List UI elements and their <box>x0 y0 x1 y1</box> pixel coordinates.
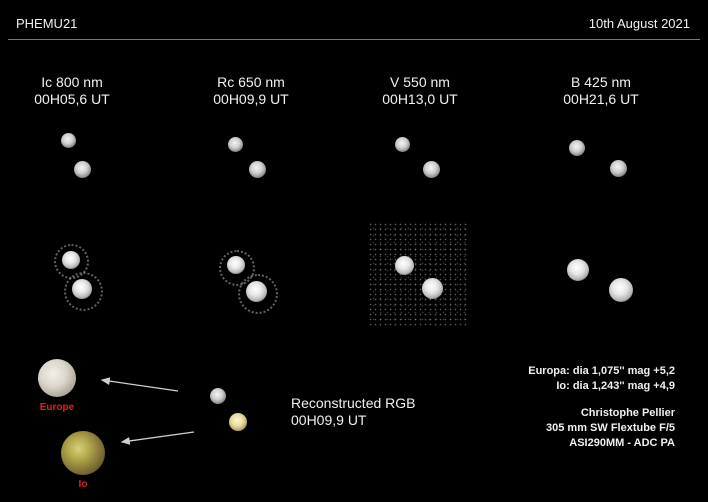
header-date: 10th August 2021 <box>588 16 690 31</box>
info-block: Europa: dia 1,075'' mag +5,2 Io: dia 1,2… <box>528 364 675 451</box>
europa-pointer-arrow <box>100 377 179 392</box>
europa-disk-image <box>38 359 76 397</box>
time-label: 00H21,6 UT <box>563 91 639 107</box>
europa-rgb-image <box>210 388 226 404</box>
telescope-info: 305 mm SW Flextube F/5 <box>546 422 675 434</box>
io-artifact-ring <box>238 274 278 314</box>
rgb-title: Reconstructed RGB <box>291 395 416 411</box>
europa-image <box>227 256 245 274</box>
europa-info: Europa: dia 1,075'' mag +5,2 <box>528 365 675 377</box>
filter-label: Rc 650 nm <box>217 74 285 90</box>
time-label: 00H13,0 UT <box>382 91 458 107</box>
filter-label: V 550 nm <box>390 74 450 90</box>
io-disk-image <box>61 431 105 475</box>
filter-label: B 425 nm <box>571 74 631 90</box>
europa-image <box>395 137 410 152</box>
filter-label: Ic 800 nm <box>41 74 103 90</box>
io-image <box>72 279 92 299</box>
europa-image <box>61 133 76 148</box>
io-info: Io: dia 1,243'' mag +4,9 <box>556 380 675 392</box>
header-title: PHEMU21 <box>16 16 78 31</box>
europa-image <box>567 259 589 281</box>
io-image <box>246 281 267 302</box>
io-image <box>422 278 443 299</box>
rgb-caption: Reconstructed RGB 00H09,9 UT <box>291 395 416 429</box>
author-credit: Christophe Pellier <box>580 407 675 419</box>
europa-label: Europe <box>39 402 75 413</box>
io-pointer-arrow <box>120 431 195 445</box>
column-label-v: V 550 nm 00H13,0 UT <box>345 74 495 108</box>
io-image <box>74 161 91 178</box>
europa-image <box>569 140 585 156</box>
camera-info: ASI290MM - ADC PA <box>569 437 675 449</box>
header-divider <box>8 39 700 40</box>
noise-field <box>368 222 468 326</box>
io-rgb-image <box>229 413 247 431</box>
io-image <box>609 278 633 302</box>
column-label-ic: Ic 800 nm 00H05,6 UT <box>0 74 147 108</box>
io-artifact-ring <box>64 272 103 311</box>
europa-image <box>228 137 243 152</box>
io-image <box>249 161 266 178</box>
io-label: Io <box>78 479 88 490</box>
column-label-rc: Rc 650 nm 00H09,9 UT <box>176 74 326 108</box>
io-image <box>423 161 440 178</box>
time-label: 00H09,9 UT <box>213 91 289 107</box>
io-image <box>610 160 627 177</box>
europa-image <box>395 256 414 275</box>
column-label-b: B 425 nm 00H21,6 UT <box>526 74 676 108</box>
rgb-time: 00H09,9 UT <box>291 412 367 428</box>
time-label: 00H05,6 UT <box>34 91 110 107</box>
europa-image <box>62 251 80 269</box>
europa-artifact-ring <box>219 250 255 286</box>
